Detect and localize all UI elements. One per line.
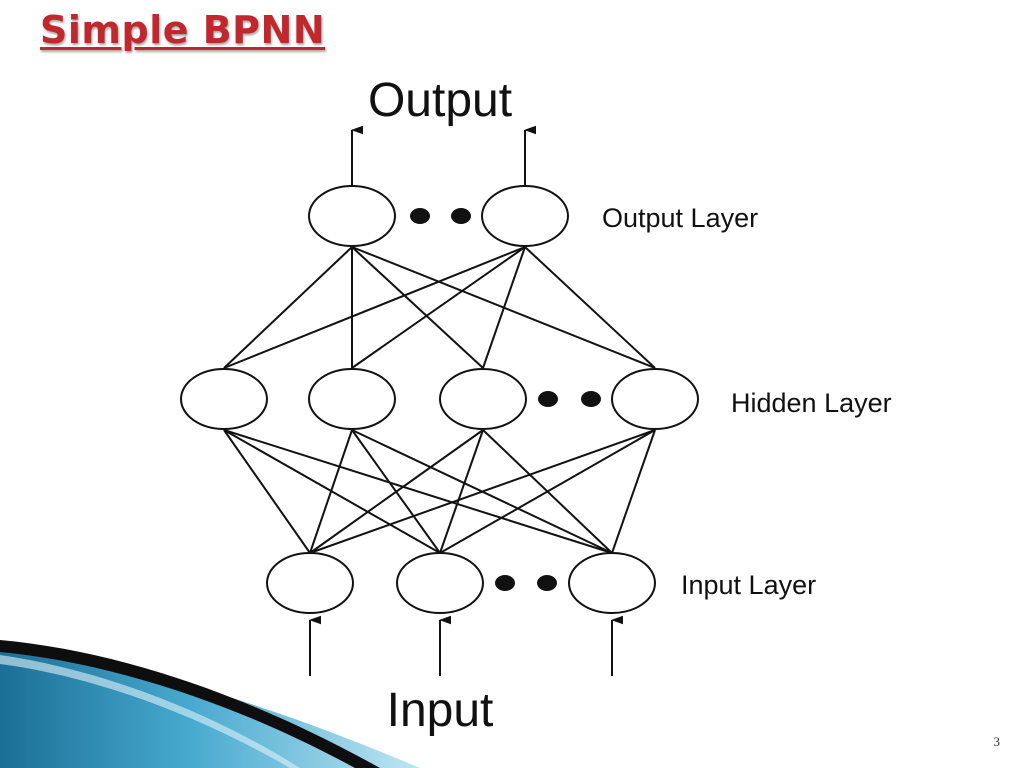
input-neuron [266,552,354,614]
output-layer-label: Output Layer [602,203,758,233]
hidden-layer-nodes [180,368,699,430]
ellipsis-dot [451,208,471,224]
edge [309,429,353,554]
edge [223,429,311,554]
input-label: Input [387,684,494,737]
ellipsis-dot [410,208,430,224]
input-layer-label: Input Layer [681,570,816,600]
edge [223,246,353,369]
output-arrows [351,130,525,186]
ellipsis-dot [538,391,558,407]
input-neuron [568,552,656,614]
edge [611,429,656,554]
input-layer-nodes [266,552,656,614]
page-number: 3 [993,734,1001,749]
edge [223,429,613,554]
edge [439,429,656,554]
hidden-neuron [308,368,396,430]
edge [482,246,526,369]
output-layer-nodes [308,185,569,247]
input-neuron [396,552,484,614]
output-label: Output [368,74,512,127]
input-arrows [309,620,612,676]
output-neuron [481,185,569,247]
edge [524,246,656,369]
ellipsis-dot [581,391,601,407]
edge [309,429,484,554]
ellipsis-dots [410,208,601,591]
connections [223,246,656,554]
hidden-layer-label: Hidden Layer [731,388,892,418]
edge [351,246,484,369]
ellipsis-dot [537,575,557,591]
slide-title: Simple BPNN [40,8,326,52]
corner-swoosh-decoration [0,640,420,768]
hidden-neuron [611,368,699,430]
hidden-neuron [180,368,268,430]
edge [439,429,484,554]
edge [309,429,656,554]
ellipsis-dot [495,575,515,591]
hidden-neuron [439,368,527,430]
edge [351,246,526,369]
edge [223,246,526,369]
output-neuron [308,185,396,247]
